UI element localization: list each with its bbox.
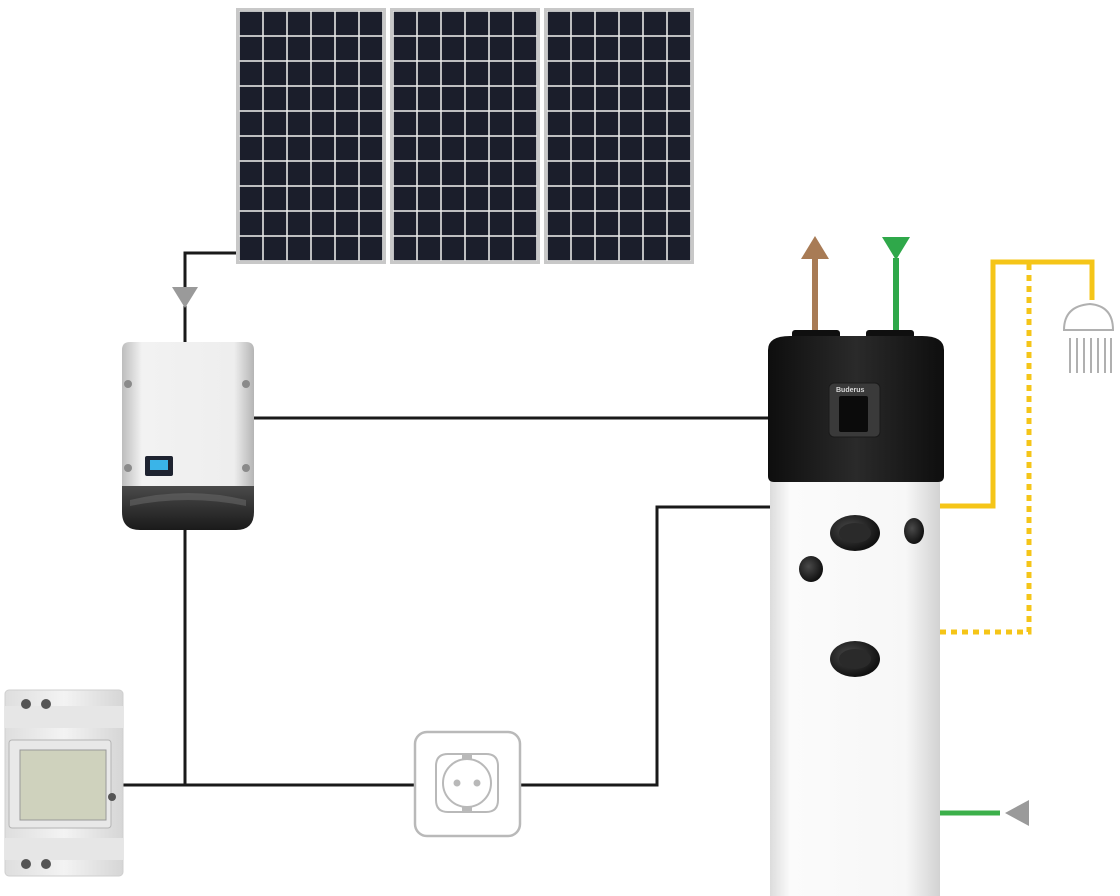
wall-socket bbox=[413, 730, 522, 838]
control-display bbox=[839, 396, 868, 432]
solar-panel bbox=[236, 8, 386, 264]
screw-icon bbox=[124, 380, 132, 388]
tank-port-icon bbox=[904, 518, 924, 544]
dc-flow-arrow-icon bbox=[172, 287, 198, 308]
screw-icon bbox=[242, 380, 250, 388]
solar-panel bbox=[390, 8, 540, 264]
terminal-screw-icon bbox=[21, 859, 31, 869]
shower-head-icon bbox=[1062, 302, 1115, 373]
energy-meter bbox=[4, 689, 124, 877]
brand-logo: Buderus bbox=[836, 387, 865, 394]
wiring bbox=[122, 251, 770, 787]
water-pipes bbox=[940, 259, 1095, 816]
solar-panel-array bbox=[236, 8, 694, 264]
meter-led-icon bbox=[108, 793, 116, 801]
earth-clip-icon bbox=[462, 754, 472, 760]
terminal-screw-icon bbox=[41, 699, 51, 709]
hot-water-circulation-pipe bbox=[940, 262, 1032, 635]
wire-socket-to-tank bbox=[520, 505, 770, 787]
solar-panel bbox=[544, 8, 694, 264]
terminal-screw-icon bbox=[41, 859, 51, 869]
air-flow bbox=[801, 236, 910, 330]
tank-port-icon bbox=[799, 556, 823, 582]
heat-pump-water-heater: Buderus bbox=[768, 330, 944, 896]
socket-hole-icon bbox=[453, 779, 461, 787]
socket-hole-icon bbox=[473, 779, 481, 787]
meter-lcd-display bbox=[19, 749, 107, 821]
cold-water-inlet-arrow-icon bbox=[1005, 800, 1029, 826]
exhaust-air-arrow-icon bbox=[801, 236, 829, 259]
supply-air-arrow-icon bbox=[882, 237, 910, 260]
screw-icon bbox=[242, 464, 250, 472]
hot-water-pipe bbox=[940, 259, 1095, 509]
screw-icon bbox=[124, 464, 132, 472]
earth-clip-icon bbox=[462, 806, 472, 812]
wire-panels-to-inverter bbox=[183, 251, 237, 342]
terminal-screw-icon bbox=[21, 699, 31, 709]
pv-inverter bbox=[122, 342, 254, 530]
